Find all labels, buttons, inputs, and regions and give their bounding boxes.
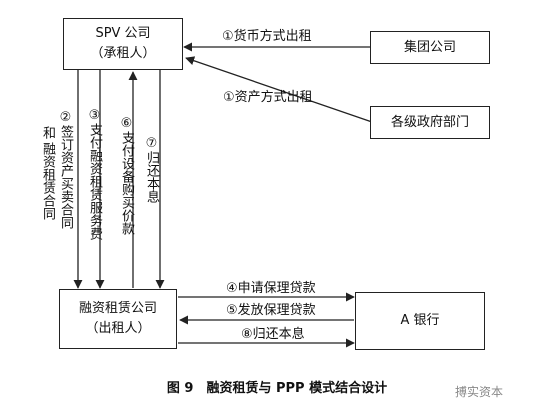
flow-2-cont-label: 融资租赁合同 [40, 142, 55, 220]
flow-4-label: ④申请保理贷款 [226, 281, 316, 296]
gov-node: 各级政府部门 [370, 106, 490, 139]
spv-title: SPV 公司 [95, 26, 151, 41]
flow-8-label: ⑧归还本息 [241, 327, 305, 342]
gov-title: 各级政府部门 [390, 114, 469, 130]
flow-6-label: ⑥支付设备购买价款 [119, 116, 134, 235]
flow-2-prefix-label: 和 [40, 126, 55, 139]
arrow-gov-to-spv [185, 56, 373, 123]
spv-node: SPV 公司 （承租人） [63, 18, 183, 70]
watermark-text: 搏实资本 [455, 385, 504, 399]
flow-7-label: ⑦归还本息 [144, 136, 159, 203]
spv-subtitle: （承租人） [90, 46, 156, 61]
flow-2-label: ②签订资产买卖合同 [58, 110, 73, 229]
lessor-title: 融资租赁公司 [78, 301, 157, 316]
bank-node: A 银行 [355, 292, 485, 350]
flow-3-label: ③支付融资租赁服务费 [87, 108, 102, 240]
group-title: 集团公司 [403, 39, 456, 55]
lessor-node: 融资租赁公司 （出租人） [59, 289, 177, 349]
flow-5-label: ⑤发放保理贷款 [226, 303, 316, 318]
flow-1-money-label: ①货币方式出租 [222, 29, 312, 44]
group-node: 集团公司 [370, 31, 490, 64]
flow-1-asset-label: ①资产方式出租 [223, 90, 313, 105]
bank-title: A 银行 [400, 313, 440, 328]
figure-caption: 图 9 融资租赁与 PPP 模式结合设计 [166, 381, 388, 396]
lessor-subtitle: （出租人） [85, 321, 151, 336]
